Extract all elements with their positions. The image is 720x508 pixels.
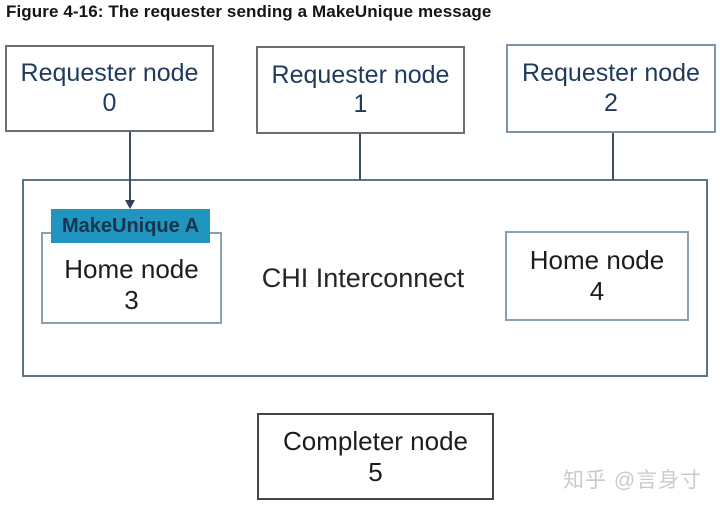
home-node-3-label: Home node <box>64 254 199 285</box>
home-node-4-number: 4 <box>589 276 605 306</box>
makeunique-message-label: MakeUnique A <box>61 214 200 237</box>
requester-node-2-number: 2 <box>604 88 618 117</box>
requester-node-0-label: Requester node <box>20 59 199 87</box>
makeunique-message-tag: MakeUnique A <box>51 209 210 243</box>
requester-node-1-label: Requester node <box>271 60 450 89</box>
requester-node-1-box: Requester node 1 <box>256 46 465 134</box>
connector-requester0-to-message <box>129 132 131 201</box>
connector-requester2-to-interconnect <box>612 133 614 180</box>
completer-node-5-number: 5 <box>368 456 383 487</box>
home-node-3-box: Home node 3 <box>41 232 222 324</box>
completer-node-5-label: Completer node <box>283 425 468 456</box>
arrow-down-icon <box>125 200 135 209</box>
zhihu-watermark: 知乎 @言身寸 <box>563 469 703 492</box>
chi-interconnect-label: CHI Interconnect <box>261 263 465 293</box>
home-node-4-box: Home node 4 <box>505 231 689 321</box>
requester-node-1-number: 1 <box>353 90 368 118</box>
requester-node-2-label: Requester node <box>522 59 700 87</box>
requester-node-0-box: Requester node 0 <box>5 45 214 132</box>
connector-requester1-to-interconnect <box>359 134 361 180</box>
home-node-3-number: 3 <box>124 285 139 315</box>
requester-node-2-box: Requester node 2 <box>506 44 716 133</box>
figure-title: Figure 4-16: The requester sending a Mak… <box>6 2 492 21</box>
completer-node-5-box: Completer node 5 <box>257 413 494 500</box>
home-node-4-label: Home node <box>529 245 665 276</box>
requester-node-0-number: 0 <box>102 88 117 117</box>
